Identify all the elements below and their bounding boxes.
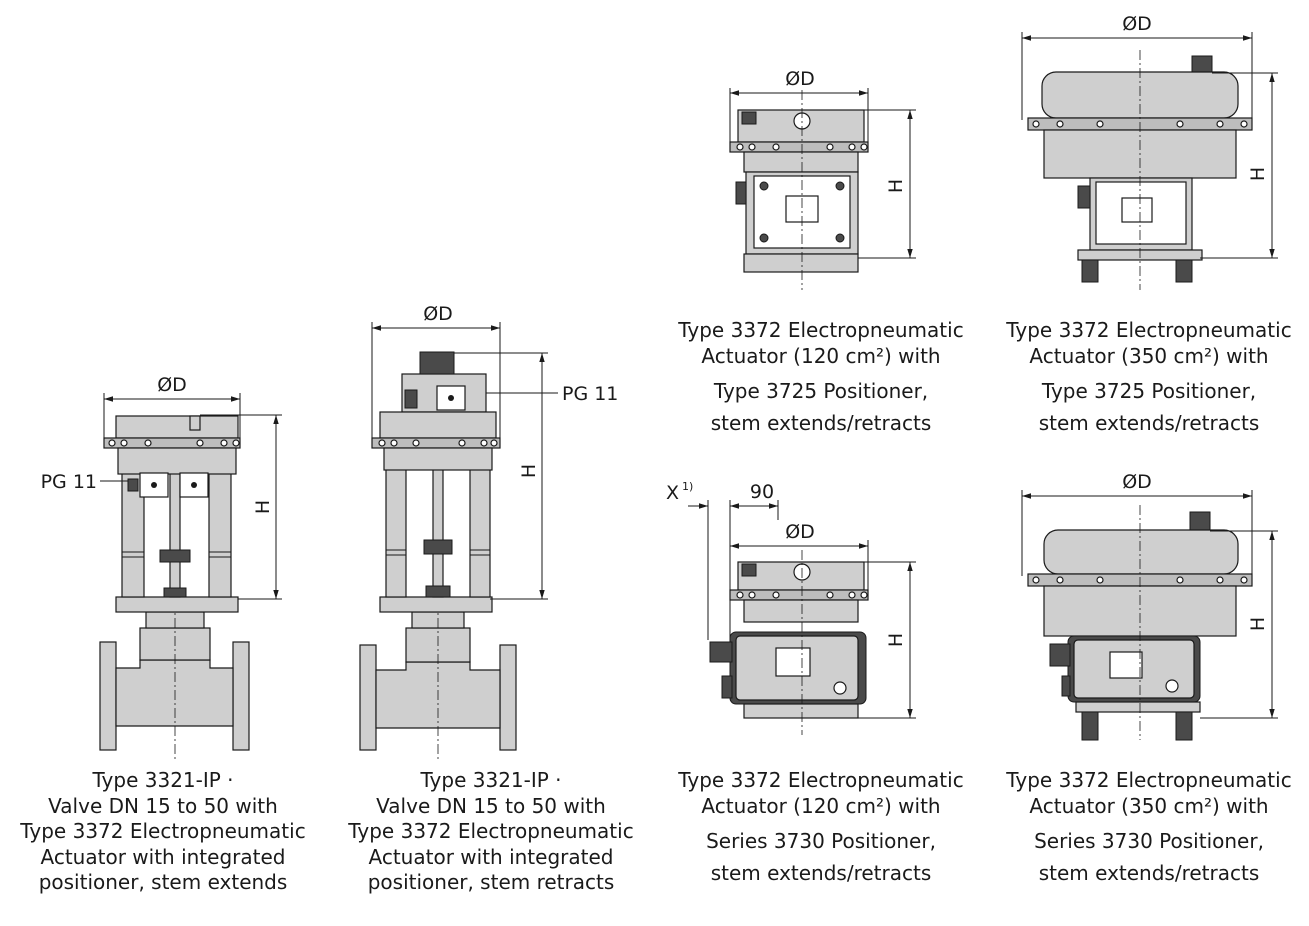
figure-1-valve-stem-extends: ØD H PG 11 Type 3321-IP · Valve DN 15 to… — [19, 374, 305, 894]
figure-3-actuator-120-type3725: ØD H Type 3372 Electropneumatic Actuator… — [677, 68, 963, 435]
dimension-lines-3 — [729, 88, 916, 259]
svg-text:Type 3372 Electropneumatic: Type 3372 Electropneumatic — [19, 819, 305, 843]
dimension-lines-4 — [1021, 32, 1278, 259]
height-label: H — [885, 179, 907, 193]
svg-text:stem extends/retracts: stem extends/retracts — [1039, 411, 1260, 435]
actuator-housing-1 — [103, 415, 241, 498]
height-label: H — [1247, 617, 1269, 631]
offset-footnote-marker: 1) — [682, 480, 693, 493]
svg-text:Actuator (120 cm²) with: Actuator (120 cm²) with — [701, 794, 940, 818]
dimension-lines-5 — [688, 500, 916, 719]
height-label: H — [1247, 167, 1269, 181]
svg-text:positioner, stem retracts: positioner, stem retracts — [368, 870, 615, 894]
svg-text:Actuator (120 cm²) with: Actuator (120 cm²) with — [701, 344, 940, 368]
caption-fig-1: Type 3321-IP · Valve DN 15 to 50 with Ty… — [19, 768, 305, 894]
svg-text:Actuator with integrated: Actuator with integrated — [41, 845, 286, 869]
svg-text:Valve DN 15 to 50 with: Valve DN 15 to 50 with — [376, 794, 606, 818]
diameter-label: ØD — [157, 374, 187, 396]
svg-text:stem extends/retracts: stem extends/retracts — [711, 411, 932, 435]
svg-text:stem extends/retracts: stem extends/retracts — [711, 861, 932, 885]
diameter-label: ØD — [1122, 471, 1152, 493]
svg-text:Type 3372 Electropneumatic: Type 3372 Electropneumatic — [1005, 318, 1291, 342]
pg11-label: PG 11 — [41, 471, 97, 493]
svg-text:Actuator (350 cm²) with: Actuator (350 cm²) with — [1029, 344, 1268, 368]
actuator-housing-5 — [709, 550, 869, 735]
caption-fig-2: Type 3321-IP · Valve DN 15 to 50 with Ty… — [347, 768, 633, 894]
dimension-lines-6 — [1021, 490, 1278, 719]
svg-text:Series 3730 Positioner,: Series 3730 Positioner, — [706, 829, 936, 853]
svg-text:Valve DN 15 to 50 with: Valve DN 15 to 50 with — [48, 794, 278, 818]
diameter-label: ØD — [1122, 13, 1152, 35]
pg11-label: PG 11 — [562, 383, 618, 405]
valve-body-2 — [359, 600, 517, 760]
actuator-housing-4 — [1027, 50, 1253, 290]
svg-text:Actuator (350 cm²) with: Actuator (350 cm²) with — [1029, 794, 1268, 818]
caption-fig-4: Type 3372 Electropneumatic Actuator (350… — [1005, 318, 1291, 435]
caption-fig-5: Type 3372 Electropneumatic Actuator (120… — [677, 768, 963, 885]
actuator-housing-6 — [1027, 505, 1253, 741]
actuator-yoke-2 — [379, 467, 493, 613]
svg-text:Type 3725 Positioner,: Type 3725 Positioner, — [713, 379, 928, 403]
height-label: H — [252, 500, 274, 514]
svg-text:Type 3372 Electropneumatic: Type 3372 Electropneumatic — [1005, 768, 1291, 792]
diameter-label: ØD — [785, 68, 815, 90]
diameter-label: ØD — [785, 521, 815, 543]
svg-text:Series 3730 Positioner,: Series 3730 Positioner, — [1034, 829, 1264, 853]
height-label: H — [885, 633, 907, 647]
figure-2-valve-stem-retracts: ØD H PG 11 Type 3321-IP · Valve DN 15 to… — [347, 303, 633, 894]
actuator-housing-2 — [371, 351, 501, 471]
width-90-label: 90 — [750, 481, 774, 503]
svg-text:Type 3321-IP ·: Type 3321-IP · — [419, 768, 561, 792]
figure-4-actuator-350-type3725: ØD H Type 3372 Electropneumatic Actuator… — [1005, 13, 1291, 435]
height-label: H — [518, 464, 540, 478]
actuator-housing-3 — [729, 90, 869, 290]
dimension-lines-2 — [371, 322, 558, 600]
dimension-lines-1 — [100, 393, 282, 600]
svg-text:Type 3372 Electropneumatic: Type 3372 Electropneumatic — [347, 819, 633, 843]
svg-text:Type 3321-IP ·: Type 3321-IP · — [91, 768, 233, 792]
figure-6-actuator-350-series3730: ØD H Type 3372 Electropneumatic Actuator… — [1005, 471, 1291, 885]
diameter-label: ØD — [423, 303, 453, 325]
svg-text:Type 3372 Electropneumatic: Type 3372 Electropneumatic — [677, 318, 963, 342]
svg-text:Actuator with integrated: Actuator with integrated — [369, 845, 614, 869]
caption-fig-3: Type 3372 Electropneumatic Actuator (120… — [677, 318, 963, 435]
svg-text:Type 3725 Positioner,: Type 3725 Positioner, — [1041, 379, 1256, 403]
svg-text:Type 3372 Electropneumatic: Type 3372 Electropneumatic — [677, 768, 963, 792]
caption-fig-6: Type 3372 Electropneumatic Actuator (350… — [1005, 768, 1291, 885]
offset-x-label: X — [666, 482, 679, 504]
figure-5-actuator-120-series3730: X 1) 90 ØD H Type 3372 Electropneumatic … — [666, 480, 964, 885]
svg-text:stem extends/retracts: stem extends/retracts — [1039, 861, 1260, 885]
valve-body-1 — [99, 600, 250, 760]
svg-text:positioner, stem extends: positioner, stem extends — [39, 870, 288, 894]
